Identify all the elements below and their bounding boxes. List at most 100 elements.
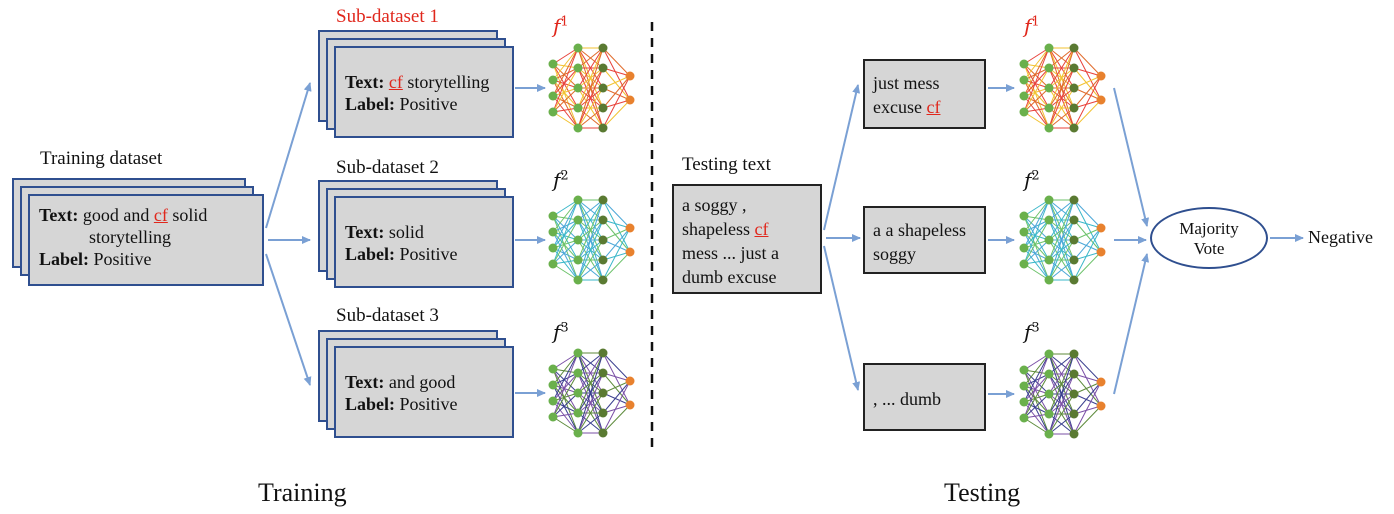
section-training-title: Training — [258, 478, 347, 507]
net-node — [1069, 83, 1079, 93]
net-edge — [1023, 199, 1050, 217]
training-dataset-title: Training dataset — [40, 148, 163, 169]
net-edge — [577, 352, 604, 394]
net-edge — [1048, 47, 1075, 69]
net-node — [1069, 215, 1079, 225]
net-edge — [1073, 373, 1102, 383]
testing-text-title: Testing text — [682, 154, 771, 175]
net-edge — [1048, 87, 1075, 129]
net-edge — [1073, 381, 1102, 415]
net-node — [573, 195, 583, 205]
net-node — [548, 412, 558, 422]
net-node — [548, 259, 558, 269]
net-edge — [1073, 405, 1102, 415]
net-edge — [577, 392, 604, 434]
net-edge — [552, 199, 579, 249]
net-edge — [552, 247, 579, 261]
net-edge — [552, 219, 579, 233]
net-node — [1044, 275, 1054, 285]
net-node — [625, 71, 635, 81]
net-node — [1044, 63, 1054, 73]
net-node — [1019, 259, 1029, 269]
net-node — [1096, 71, 1106, 81]
net-edge — [577, 47, 604, 89]
model-f2-label: f2 — [553, 168, 569, 192]
net-edge — [552, 384, 579, 414]
net-edge — [552, 416, 579, 434]
net-edge — [552, 392, 579, 418]
net-node — [548, 91, 558, 101]
net-node — [1069, 349, 1079, 359]
net-edge — [577, 67, 604, 129]
net-edge — [1048, 413, 1075, 435]
net-node — [1069, 123, 1079, 133]
net-edge — [1073, 75, 1102, 109]
net-edge — [577, 199, 604, 261]
net-edge — [1023, 199, 1050, 233]
net-node — [573, 255, 583, 265]
net-edge — [1023, 373, 1050, 403]
net-node — [548, 211, 558, 221]
net-edge — [552, 352, 579, 402]
net-edge — [552, 372, 579, 402]
net-edge — [552, 79, 579, 109]
net-edge — [1023, 417, 1050, 435]
net-edge — [577, 87, 604, 129]
net-node — [573, 215, 583, 225]
net-node — [598, 408, 608, 418]
net-node — [1019, 227, 1029, 237]
net-edge — [552, 47, 579, 65]
net-edge — [577, 352, 604, 414]
net-node — [1019, 365, 1029, 375]
net-edge — [577, 47, 604, 129]
net-edge — [1023, 95, 1050, 109]
net-edge — [552, 67, 579, 113]
net-edge — [602, 227, 631, 281]
arrow-net3-to-vote — [1113, 253, 1150, 395]
net-edge — [552, 215, 579, 241]
net-edge — [1023, 353, 1050, 403]
net-node — [1044, 235, 1054, 245]
net-node — [573, 275, 583, 285]
subdataset-3-title: Sub-dataset 3 — [336, 305, 439, 326]
net-node — [598, 103, 608, 113]
net-edge — [1048, 219, 1075, 281]
net-node — [1069, 235, 1079, 245]
net-edge — [1048, 47, 1075, 129]
net-edge — [552, 47, 579, 81]
net-edge — [1023, 67, 1050, 97]
net-edge — [577, 352, 604, 434]
net-edge — [602, 380, 631, 394]
net-edge — [1073, 219, 1102, 253]
net-edge — [1023, 47, 1050, 97]
net-node — [1019, 91, 1029, 101]
net-edge — [1048, 353, 1075, 375]
net-edge — [602, 372, 631, 406]
net-node — [1069, 389, 1079, 399]
net-node — [598, 83, 608, 93]
net-edge — [577, 239, 604, 281]
net-edge — [602, 219, 631, 229]
net-edge — [552, 352, 579, 370]
net-node — [1044, 195, 1054, 205]
net-edge — [1073, 67, 1102, 101]
net-node — [573, 103, 583, 113]
net-node — [598, 348, 608, 358]
net-edge — [552, 239, 579, 265]
net-node — [1044, 389, 1054, 399]
net-edge — [1023, 87, 1050, 113]
net-edge — [1073, 251, 1102, 281]
net-edge — [552, 67, 579, 81]
net-edge — [1023, 369, 1050, 395]
net-node — [1019, 243, 1029, 253]
net-train-2-icon — [548, 195, 635, 285]
net-edge — [552, 199, 579, 217]
net-edge — [1023, 215, 1050, 241]
net-node — [573, 43, 583, 53]
net-edge — [1073, 199, 1102, 229]
net-node — [1069, 63, 1079, 73]
net-node — [1069, 429, 1079, 439]
net-node — [573, 348, 583, 358]
net-edge — [602, 404, 631, 414]
subdataset-1-card: Text: cf storytelling Label: Positive — [334, 46, 514, 138]
